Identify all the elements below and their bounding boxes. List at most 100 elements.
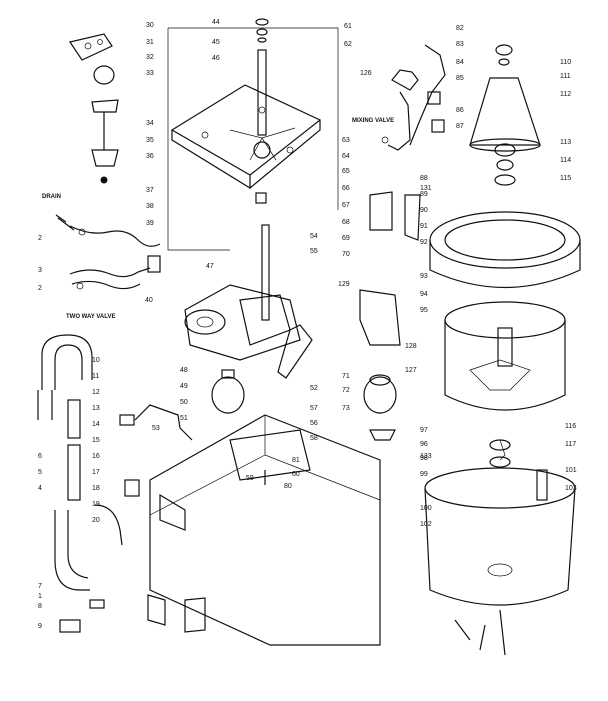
callout-55: 55: [310, 248, 318, 255]
callout-111: 111: [560, 73, 571, 80]
callout-90: 90: [420, 207, 428, 214]
callout-73: 73: [342, 405, 350, 412]
callout-45: 45: [212, 39, 220, 46]
callout-127: 127: [405, 367, 417, 374]
callout-129: 129: [338, 281, 350, 288]
callout-94: 94: [420, 291, 428, 298]
callout-91: 91: [420, 223, 428, 230]
callout-83: 83: [456, 41, 464, 48]
callout-35: 35: [146, 137, 154, 144]
tub-and-basket: [429, 211, 581, 411]
callout-1: 1: [38, 593, 42, 600]
callout-82: 82: [456, 25, 464, 32]
callout-95: 95: [420, 307, 428, 314]
callout-70: 70: [342, 251, 350, 258]
callout-54: 54: [310, 233, 318, 240]
callout-8: 8: [38, 603, 42, 610]
inlet-hoses: [37, 334, 123, 633]
label-mixing-valve: MIXING VALVE: [352, 118, 394, 124]
outer-tub: [424, 439, 576, 656]
callout-48: 48: [180, 367, 188, 374]
callout-6: 6: [38, 453, 42, 460]
callout-117: 117: [565, 441, 576, 448]
callout-101: 101: [565, 467, 577, 474]
callout-14: 14: [92, 421, 100, 428]
callout-63: 63: [342, 137, 350, 144]
callout-53: 53: [152, 425, 160, 432]
callout-98: 98: [420, 455, 428, 462]
cabinet-frame: [147, 414, 381, 646]
callout-15: 15: [92, 437, 100, 444]
callout-69: 69: [342, 235, 350, 242]
callout-30: 30: [146, 22, 154, 29]
pump-assembly: [119, 404, 193, 497]
callout-59: 59: [246, 475, 254, 482]
callout-39: 39: [146, 220, 154, 227]
callout-115: 115: [560, 175, 571, 182]
callout-102: 102: [420, 521, 432, 528]
callout-9: 9: [38, 623, 42, 630]
callout-89: 89: [420, 191, 428, 198]
callout-44: 44: [212, 19, 220, 26]
center-parts: [359, 191, 421, 441]
callout-66: 66: [342, 185, 350, 192]
callout-58: 58: [310, 435, 318, 442]
callout-33: 33: [146, 70, 154, 77]
callout-49: 49: [180, 383, 188, 390]
callout-50: 50: [180, 399, 188, 406]
callout-131: 131: [420, 185, 432, 192]
callout-88: 88: [420, 175, 428, 182]
callout-68: 68: [342, 219, 350, 226]
transmission-plate-assembly: [170, 18, 322, 204]
callout-52: 52: [310, 385, 318, 392]
callout-7: 7: [38, 583, 42, 590]
callout-4: 4: [38, 485, 42, 492]
label-drain: DRAIN: [42, 194, 61, 200]
callout-86: 86: [456, 107, 464, 114]
callout-99: 99: [420, 471, 428, 478]
callout-34: 34: [146, 120, 154, 127]
callout-12: 12: [92, 389, 100, 396]
label-two-way-valve: TWO WAY VALVE: [66, 314, 115, 320]
callout-57: 57: [310, 405, 318, 412]
callout-103: 103: [565, 485, 577, 492]
callout-80: 80: [284, 483, 292, 490]
callout-110: 110: [560, 59, 571, 66]
callout-133: 133: [420, 453, 432, 460]
callout-84: 84: [456, 59, 464, 66]
callout-47: 47: [206, 263, 214, 270]
callout-2b: 2: [38, 285, 42, 292]
drain-hose-assembly: [55, 214, 161, 290]
callout-67: 67: [342, 202, 350, 209]
callout-116: 116: [565, 423, 576, 430]
callout-128: 128: [405, 343, 417, 350]
callout-96: 96: [420, 441, 428, 448]
callout-97: 97: [420, 427, 428, 434]
callout-60: 60: [292, 471, 300, 478]
callout-100: 100: [420, 505, 432, 512]
callout-18: 18: [92, 485, 100, 492]
callout-46: 46: [212, 55, 220, 62]
callout-19: 19: [92, 501, 100, 508]
callout-11: 11: [92, 373, 99, 380]
agitator-assembly: [469, 44, 541, 186]
callout-38: 38: [146, 203, 154, 210]
callout-92: 92: [420, 239, 428, 246]
callout-3: 3: [38, 267, 42, 274]
callout-85: 85: [456, 75, 464, 82]
callout-40: 40: [145, 297, 153, 304]
callout-64: 64: [342, 153, 350, 160]
callout-112: 112: [560, 91, 571, 98]
callout-32: 32: [146, 54, 154, 61]
callout-20: 20: [92, 517, 100, 524]
callout-61: 61: [344, 23, 352, 30]
callout-13: 13: [92, 405, 100, 412]
callout-31: 31: [146, 39, 154, 46]
callout-62: 62: [344, 41, 352, 48]
callout-10: 10: [92, 357, 100, 364]
callout-113: 113: [560, 139, 571, 146]
mixing-valve-assembly: [381, 44, 446, 151]
transmission-group-outline: [167, 27, 339, 251]
callout-93: 93: [420, 273, 428, 280]
